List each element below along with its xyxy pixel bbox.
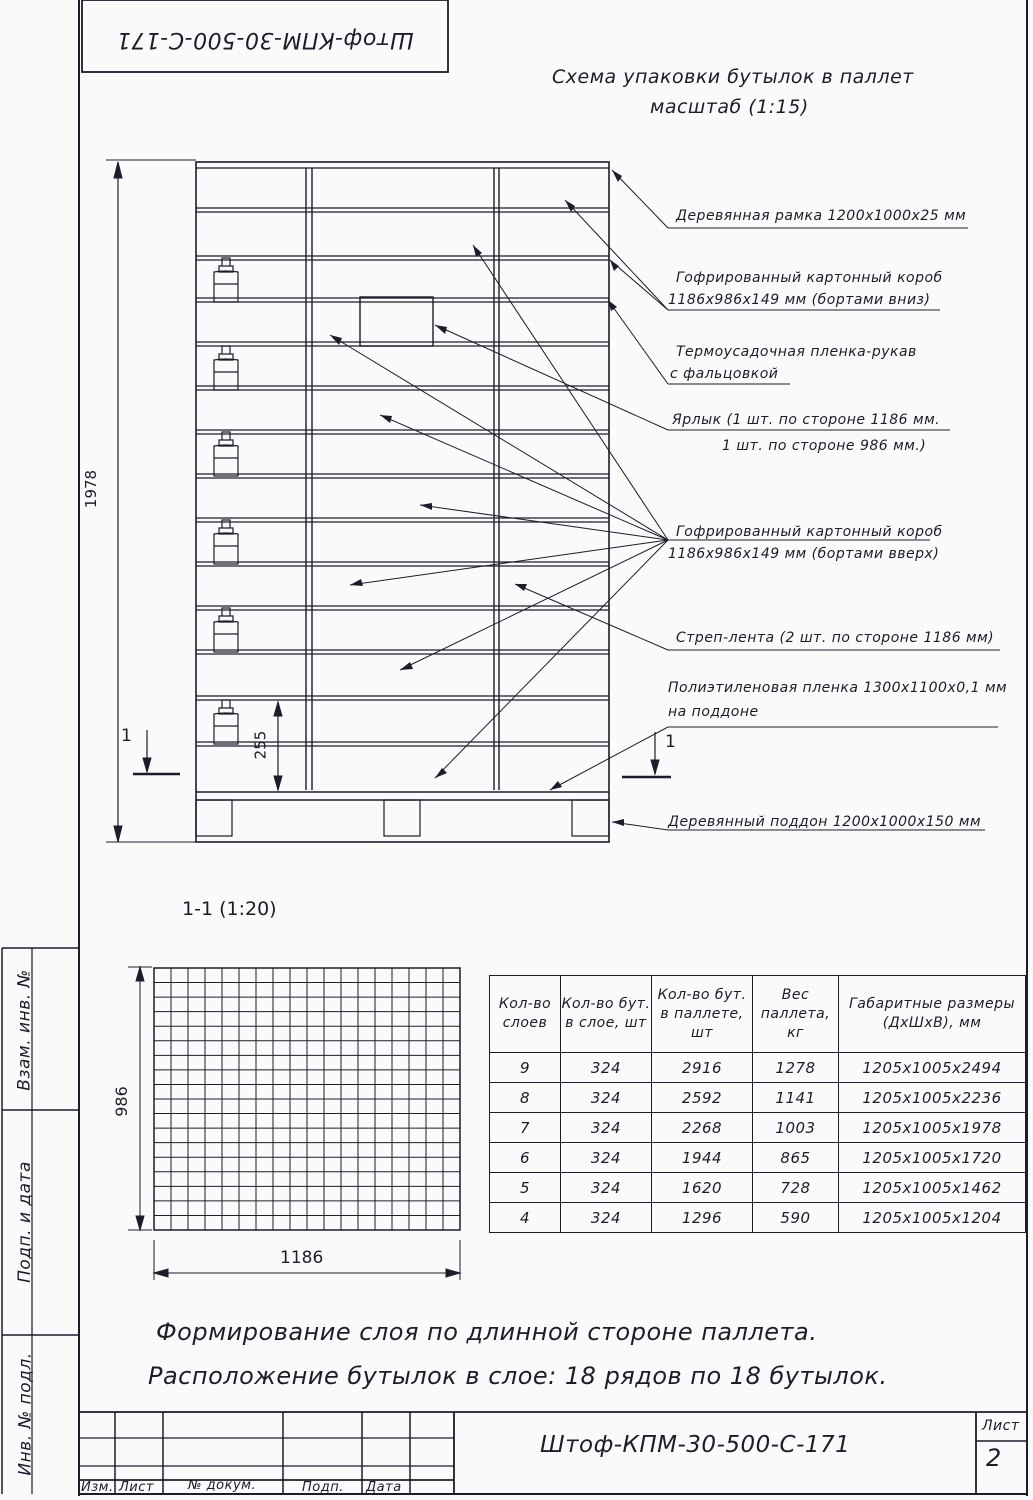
bottle-icon [213, 519, 239, 565]
table-cell: 1205x1005x1462 [838, 1172, 1026, 1203]
table-cell: 2268 [651, 1112, 753, 1143]
side-label-inv-replace: Взам. инв. № [14, 969, 35, 1091]
scheme-scale: масштаб (1:15) [650, 96, 809, 118]
callout-box-up-1: Гофрированный картонный короб [676, 524, 943, 540]
table-cell: 865 [752, 1142, 839, 1173]
dim-bottom-layer: 255 [251, 730, 270, 760]
table-cell: 1278 [752, 1052, 839, 1083]
dim-section-length: 1186 [280, 1248, 324, 1268]
side-label-inv-orig: Инв. № подл. [15, 1352, 36, 1476]
bottle-icon [213, 345, 239, 391]
table-cell: 324 [560, 1172, 652, 1203]
callout-pallet: Деревянный поддон 1200x1000x150 мм [668, 814, 982, 830]
callout-film-2: с фальцовкой [670, 366, 779, 382]
table-cell: 324 [560, 1082, 652, 1113]
stamp-title: Штоф-КПМ-30-500-С-171 [116, 27, 414, 53]
table-cell: 590 [752, 1202, 839, 1233]
spec-table: Кол-во слоев Кол-во бут. в слое, шт Кол-… [489, 975, 1026, 1233]
th-bottles-pallet: Кол-во бут. в паллете, шт [651, 975, 753, 1053]
bottle-icon [213, 607, 239, 653]
tb-col-sign: Подп. [302, 1480, 344, 1495]
scheme-title: Схема упаковки бутылок в паллет [552, 66, 914, 88]
callout-pe-film-1: Полиэтиленовая пленка 1300x1100x0,1 мм [668, 680, 1008, 696]
callout-box-up-2: 1186x986x149 мм (бортами вверх) [668, 546, 940, 562]
th-bottles-layer: Кол-во бут. в слое, шт [560, 975, 652, 1053]
tb-col-list: Лист [119, 1480, 154, 1495]
table-cell: 1205x1005x1720 [838, 1142, 1026, 1173]
table-cell: 9 [489, 1052, 561, 1083]
th-layers: Кол-во слоев [489, 975, 561, 1053]
tb-sheet-number: 2 [986, 1444, 1002, 1472]
th-weight: Вес паллета, кг [752, 975, 839, 1053]
table-cell: 324 [560, 1142, 652, 1173]
table-cell: 1141 [752, 1082, 839, 1113]
tb-sheet-label: Лист [982, 1418, 1020, 1434]
table-cell: 1205x1005x1204 [838, 1202, 1026, 1233]
tb-designation: Штоф-КПМ-30-500-С-171 [540, 1432, 851, 1458]
table-cell: 728 [752, 1172, 839, 1203]
table-cell: 324 [560, 1112, 652, 1143]
callout-label-2: 1 шт. по стороне 986 мм.) [722, 438, 927, 454]
table-cell: 6 [489, 1142, 561, 1173]
table-cell: 4 [489, 1202, 561, 1233]
table-cell: 324 [560, 1052, 652, 1083]
bottle-icon [213, 257, 239, 303]
table-cell: 1944 [651, 1142, 753, 1173]
tb-col-doc: № докум. [188, 1478, 257, 1493]
side-label-sign-date: Подп. и дата [14, 1161, 35, 1283]
table-cell: 8 [489, 1082, 561, 1113]
tb-col-date: Дата [366, 1480, 402, 1495]
table-cell: 1620 [651, 1172, 753, 1203]
table-cell: 1205x1005x1978 [838, 1112, 1026, 1143]
callout-frame: Деревянная рамка 1200x1000x25 мм [676, 208, 967, 224]
bottle-icon [213, 699, 239, 745]
section-mark-left: 1 [121, 726, 132, 746]
callout-label-1: Ярлык (1 шт. по стороне 1186 мм. [672, 412, 941, 428]
table-header-row: Кол-во слоев Кол-во бут. в слое, шт Кол-… [489, 975, 1026, 1053]
dim-height: 1978 [82, 469, 101, 509]
table-cell: 1205x1005x2236 [838, 1082, 1026, 1113]
callout-box-down-1: Гофрированный картонный короб [676, 270, 943, 286]
dim-section-width: 986 [111, 1086, 131, 1117]
callout-film-1: Термоусадочная пленка-рукав [676, 344, 917, 360]
bottle-icon [213, 431, 239, 477]
note-line-2: Расположение бутылок в слое: 18 рядов по… [148, 1362, 888, 1390]
table-cell: 1296 [651, 1202, 753, 1233]
table-cell: 1003 [752, 1112, 839, 1143]
table-cell: 7 [489, 1112, 561, 1143]
callout-pe-film-2: на поддоне [668, 704, 759, 720]
note-line-1: Формирование слоя по длинной стороне пал… [156, 1318, 818, 1346]
callout-strap: Стреп-лента (2 шт. по стороне 1186 мм) [676, 630, 995, 646]
table-cell: 324 [560, 1202, 652, 1233]
th-dimensions: Габаритные размеры (ДхШхВ), мм [838, 975, 1026, 1053]
tb-col-izm: Изм. [81, 1480, 114, 1495]
section-label: 1-1 (1:20) [182, 898, 277, 920]
table-cell: 5 [489, 1172, 561, 1203]
table-cell: 1205x1005x2494 [838, 1052, 1026, 1083]
section-mark-right: 1 [665, 732, 676, 752]
table-cell: 2592 [651, 1082, 753, 1113]
table-cell: 2916 [651, 1052, 753, 1083]
callout-box-down-2: 1186x986x149 мм (бортами вниз) [668, 292, 931, 308]
